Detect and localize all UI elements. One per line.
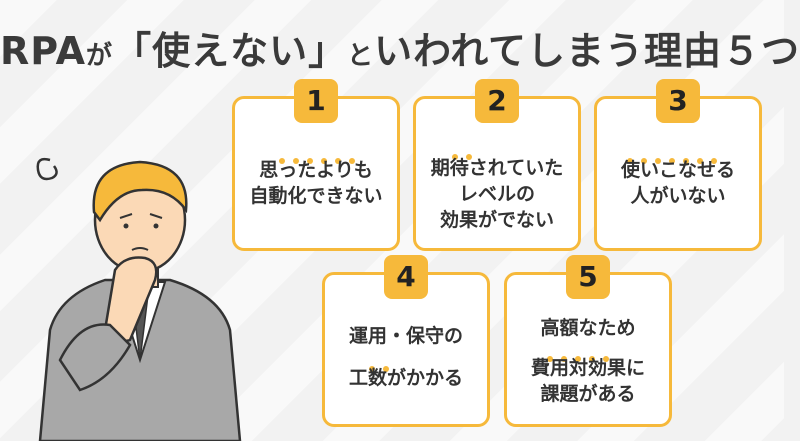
card-number: 3 (656, 79, 700, 123)
confused-swirl-icon (36, 157, 58, 181)
card-number: 4 (384, 255, 428, 299)
card-line: 人がいない (630, 185, 726, 207)
card-number: 2 (475, 79, 519, 123)
card-line: 工数がかかる (348, 367, 463, 389)
page-title: RPAが「使えない」といわれてしまう理由５つ (0, 20, 799, 75)
title-five: ５つ (722, 29, 800, 73)
card-line: 自動化できない (249, 185, 383, 207)
title-ga: が (86, 41, 114, 71)
emphasis-dots (547, 347, 617, 362)
card-line: 費用対効果に (530, 357, 645, 379)
reason-card-3: 3 使いこなせる 人がいない (594, 79, 762, 251)
card-line: 運用・保守の (348, 325, 463, 347)
card-line: 課題がある (540, 383, 636, 405)
title-reason: いわれてしまう理由 (374, 29, 723, 73)
emphasis-dots (452, 145, 480, 160)
reason-card-1: 1 思ったよりも 自動化できない (232, 79, 400, 251)
card-line: 使いこなせる (620, 159, 735, 181)
emphasis-dots (627, 149, 725, 164)
title-rpa: RPA (0, 29, 87, 73)
title-to: と (347, 41, 375, 71)
reason-card-2: 2 期待されていた レベルの 効果がでない (413, 79, 581, 251)
card-number: 1 (294, 79, 338, 123)
card-line: 効果がでない (439, 209, 554, 231)
card-line: 期待されていた (430, 157, 564, 179)
reason-card-5: 5 高額なため 費用対効果に 課題がある (504, 255, 672, 427)
card-number: 5 (566, 255, 610, 299)
title-tsukaenai: 「使えない」 (113, 29, 348, 73)
thinking-man-illustration (36, 157, 242, 441)
emphasis-dots (369, 357, 397, 372)
card-line: 思ったよりも (259, 159, 373, 181)
reason-card-4: 4 運用・保守の 工数がかかる (322, 255, 490, 427)
emphasis-dots (279, 149, 363, 164)
card-line: 高額なため (540, 317, 636, 339)
card-line: レベルの (458, 183, 535, 205)
